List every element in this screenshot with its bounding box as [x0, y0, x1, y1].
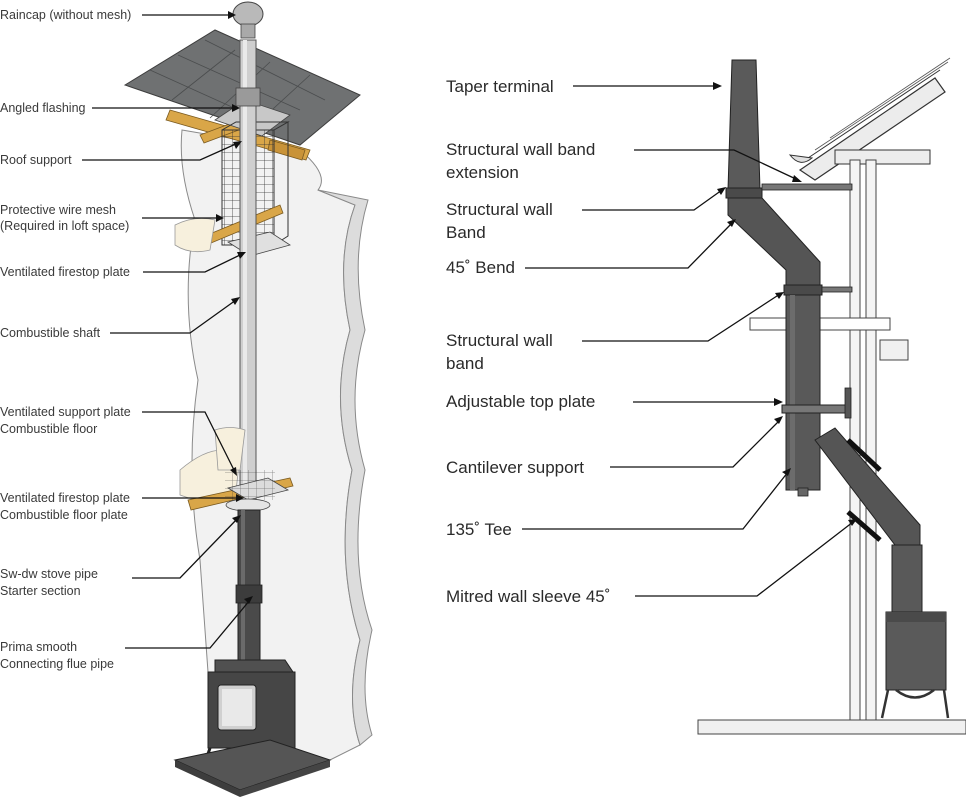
label-roof-support: Roof support — [0, 153, 72, 167]
label-taper-terminal: Taper terminal — [446, 77, 554, 96]
label-connecting-flue: Prima smooth Connecting flue pipe — [0, 640, 114, 671]
label-angled-flashing: Angled flashing — [0, 101, 86, 115]
label-ventilated-firestop-plate: Ventilated firestop plate — [0, 265, 130, 279]
label-structural-wall-band-2: Structural wall band — [446, 331, 558, 373]
mitred-wall-sleeve — [846, 438, 882, 542]
stove-right — [880, 611, 950, 719]
left-leaders — [82, 11, 253, 649]
wall-band-extension — [761, 183, 853, 191]
label-ventilated-firestop-floor: Ventilated firestop plate Combustible fl… — [0, 491, 133, 522]
label-protective-wire-mesh: Protective wire mesh (Required in loft s… — [0, 203, 129, 233]
wall-studs — [697, 159, 966, 735]
loft-timbers — [174, 204, 284, 253]
right-leaders — [522, 82, 857, 597]
taper-terminal — [727, 59, 761, 191]
roof-slate-lines — [149, 39, 326, 131]
left-label-layer: Raincap (without mesh) Angled flashing R… — [0, 8, 134, 671]
stove — [204, 659, 298, 763]
label-adjustable-top-plate: Adjustable top plate — [446, 392, 595, 411]
left-illustration — [123, 1, 373, 797]
label-cantilever-support: Cantilever support — [446, 458, 584, 477]
label-tee-135: 135˚ Tee — [446, 520, 512, 539]
label-mitred-wall-sleeve: Mitred wall sleeve 45˚ — [446, 587, 610, 606]
tee-135 — [814, 427, 921, 546]
right-illustration — [697, 57, 966, 735]
right-label-layer: Taper terminal Structural wall band exte… — [446, 77, 610, 606]
label-bend-45: 45˚ Bend — [446, 258, 515, 277]
adjustable-top-plate — [781, 404, 851, 414]
label-raincap: Raincap (without mesh) — [0, 8, 131, 22]
label-stove-pipe: Sw-dw stove pipe Starter section — [0, 567, 101, 598]
bend-45 — [727, 197, 821, 291]
label-wall-band-extension: Structural wall band extension — [446, 140, 600, 182]
raincap — [232, 1, 264, 27]
connecting-flue-right — [891, 544, 923, 616]
label-ventilated-support-plate: Ventilated support plate Combustible flo… — [0, 405, 134, 436]
ventilated-firestop-plate-floor — [225, 498, 271, 512]
shaft-wall-edge — [317, 189, 373, 746]
label-combustible-shaft: Combustible shaft — [0, 326, 101, 340]
label-structural-wall-band-1: Structural wall Band — [446, 200, 558, 242]
